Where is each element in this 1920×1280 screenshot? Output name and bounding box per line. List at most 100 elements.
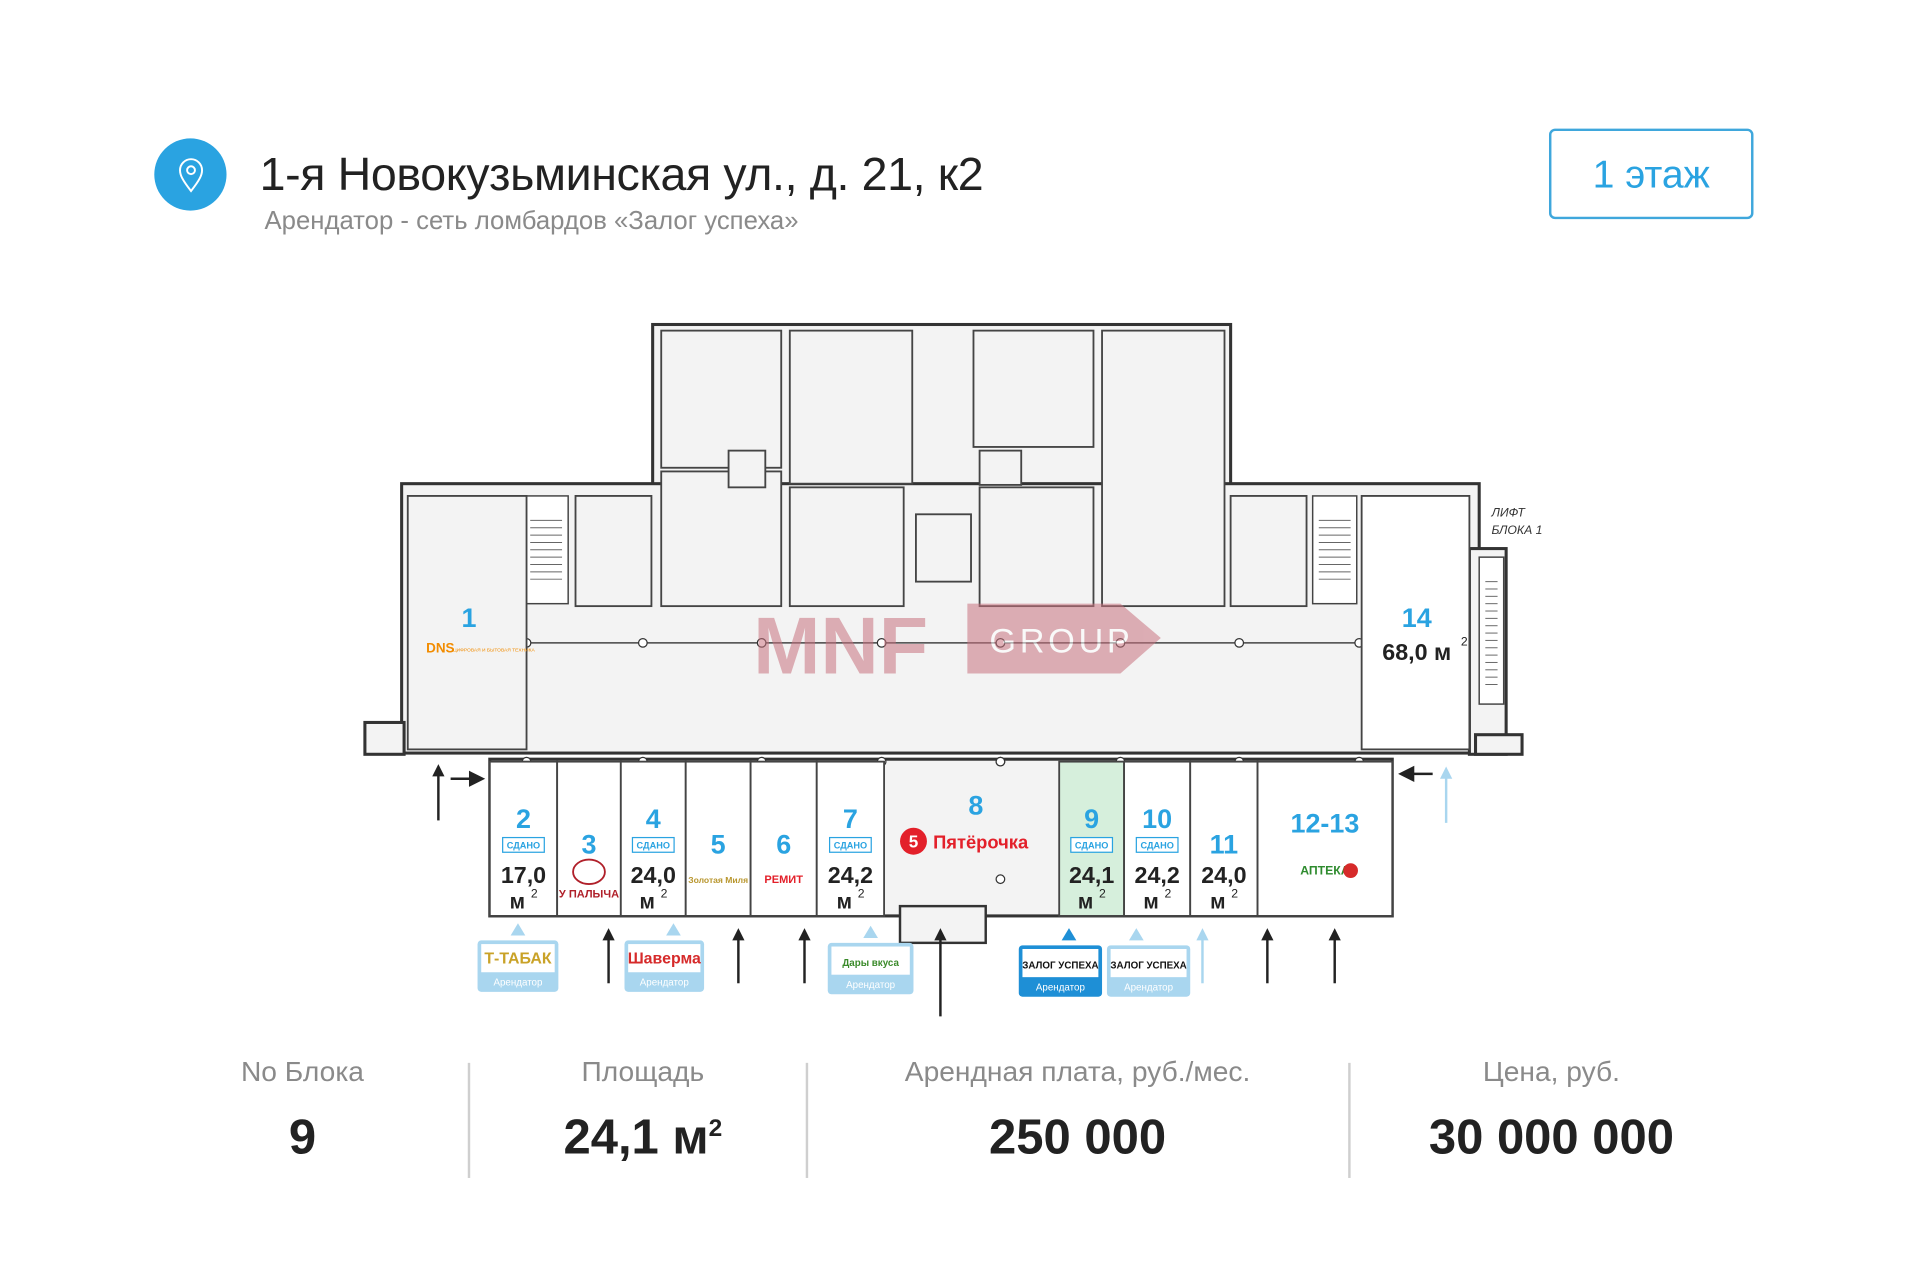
triangle-pointer-icon bbox=[863, 925, 878, 938]
unit-3[interactable]: 3У ПАЛЫЧА bbox=[556, 760, 622, 917]
entrance-arrow-icon-head bbox=[798, 928, 811, 941]
tenant-logo: АПТЕКА bbox=[1300, 863, 1350, 877]
entrance-arrow-icon-head bbox=[1440, 766, 1453, 779]
plan-room bbox=[660, 470, 783, 608]
unit-area: 24,2 bbox=[828, 862, 873, 888]
unit-number: 11 bbox=[1210, 829, 1238, 859]
column bbox=[876, 637, 887, 648]
plan-room bbox=[978, 486, 1095, 608]
unit-area-unit: м bbox=[1210, 891, 1225, 914]
stat-price-value: 30 000 000 bbox=[1428, 1110, 1675, 1165]
plan-room bbox=[574, 495, 653, 608]
entrance-arrow-icon-head bbox=[1261, 928, 1274, 941]
unit-area-unit: м bbox=[837, 891, 852, 914]
unit-area-sup: 2 bbox=[858, 887, 865, 901]
tenant-logo: Пятёрочка bbox=[933, 832, 1029, 853]
column bbox=[756, 637, 767, 648]
unit-area: 24,1 bbox=[1069, 862, 1114, 888]
unit-area-sup: 2 bbox=[1461, 634, 1468, 648]
floor-selector-button[interactable]: 1 этаж bbox=[1548, 128, 1754, 220]
tenant-badge-name: Шаверма bbox=[628, 951, 701, 968]
stat-price-label: Цена, руб. bbox=[1482, 1055, 1620, 1088]
watermark-mark: MNF bbox=[753, 601, 928, 691]
unit-number: 1 bbox=[461, 603, 476, 633]
unit-number: 5 bbox=[711, 829, 726, 859]
tenant-badge-logo-area bbox=[1110, 948, 1187, 978]
tenant-logo: У ПАЛЫЧА bbox=[559, 889, 619, 901]
status-badge bbox=[1070, 836, 1114, 853]
unit-area-sup: 2 bbox=[1099, 887, 1106, 901]
status-badge bbox=[1135, 836, 1179, 853]
stat-area-number: 24,1 м bbox=[563, 1110, 709, 1165]
tenant-badge-logo-area bbox=[481, 944, 555, 973]
tenant-badge-logo-area bbox=[1022, 948, 1099, 978]
tenant-badge-caption: Арендатор bbox=[846, 980, 896, 991]
column bbox=[1234, 637, 1245, 648]
unit-room-14 bbox=[1360, 495, 1471, 751]
plan-room bbox=[915, 513, 972, 583]
stat-block-value: 9 bbox=[288, 1110, 317, 1165]
entrance-arrow-icon bbox=[450, 770, 486, 787]
tenant-logo: DNS bbox=[426, 641, 454, 656]
stat-price: Цена, руб. 30 000 000 bbox=[1380, 1056, 1723, 1166]
tenant-badge-caption: Арендатор bbox=[493, 978, 543, 989]
triangle-pointer-icon bbox=[1061, 928, 1077, 941]
watermark-arrow bbox=[967, 603, 1161, 674]
stat-rent: Арендная плата, руб./мес. 250 000 bbox=[845, 1056, 1310, 1166]
entrance-arrow-icon-head bbox=[1328, 928, 1341, 941]
tenant-logo-sub: ЦИФРОВАЯ И БЫТОВАЯ ТЕХНИКА bbox=[453, 647, 535, 653]
unit-number: 9 bbox=[1084, 804, 1099, 834]
stat-area-value: 24,1 м2 bbox=[514, 1111, 771, 1166]
tenant-badge[interactable]: Т-ТАБАК Арендатор bbox=[477, 923, 559, 992]
unit-area-sup: 2 bbox=[1231, 887, 1238, 901]
unit-number: 10 bbox=[1142, 804, 1172, 834]
tenant-badge-name: ЗАЛОГ УСПЕХА bbox=[1022, 961, 1098, 972]
building-wall bbox=[1473, 733, 1524, 756]
entrance-arrow-icon-head bbox=[934, 928, 947, 941]
tenant-logo-emblem bbox=[1343, 863, 1358, 878]
stat-rent-label: Арендная плата, руб./мес. bbox=[904, 1055, 1251, 1088]
unit-area-unit: м bbox=[510, 891, 525, 914]
tenant-badge-logo-area bbox=[628, 944, 701, 973]
plan-room bbox=[788, 329, 914, 485]
unit-number: 4 bbox=[646, 804, 661, 834]
entrance-arrow-icon-head bbox=[432, 764, 445, 777]
column bbox=[995, 874, 1006, 885]
divider bbox=[467, 1062, 471, 1178]
stat-area-unit-sup: 2 bbox=[708, 1115, 723, 1143]
staircase bbox=[1478, 556, 1505, 705]
triangle-pointer-icon bbox=[1128, 928, 1144, 941]
building-wall bbox=[363, 720, 406, 756]
status-badge-label: СДАНО bbox=[834, 841, 867, 851]
stat-area: Площадь 24,1 м2 bbox=[514, 1056, 771, 1166]
location-pin-icon bbox=[179, 158, 204, 193]
page-title: 1-я Новокузьминская ул., д. 21, к2 bbox=[259, 149, 984, 201]
tenant-badge-caption: Арендатор bbox=[640, 978, 690, 989]
unit-room bbox=[1189, 760, 1259, 917]
plan-room bbox=[1101, 329, 1226, 608]
tenant-logo: Золотая Миля bbox=[688, 875, 748, 885]
tenant-badge-name: Т-ТАБАК bbox=[484, 951, 552, 968]
stat-area-label: Площадь bbox=[581, 1055, 705, 1088]
unit-area-sup: 2 bbox=[531, 887, 538, 901]
triangle-pointer-icon bbox=[666, 923, 681, 936]
unit-area: 68,0 м bbox=[1382, 639, 1451, 665]
